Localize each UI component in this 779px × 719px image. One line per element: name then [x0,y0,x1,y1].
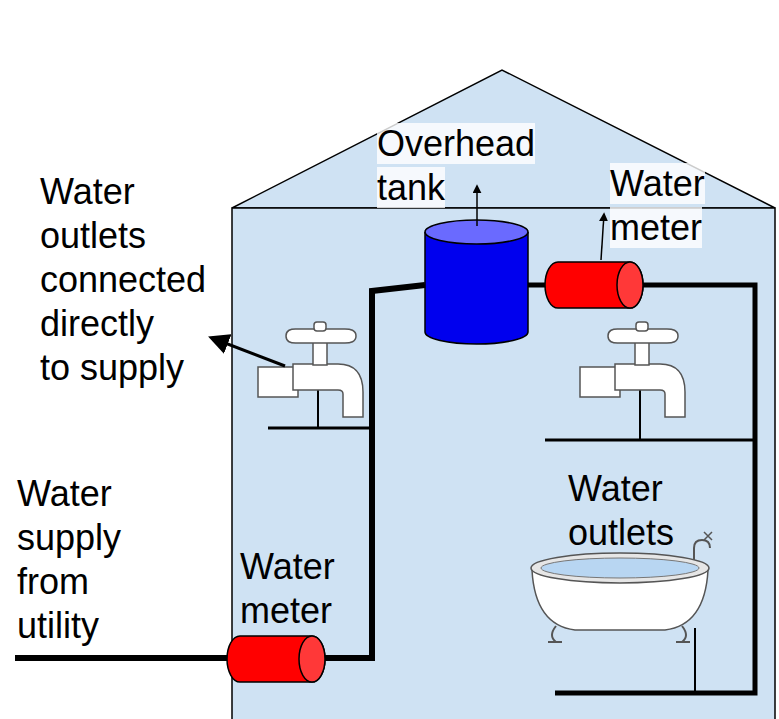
tub-water [541,558,699,578]
label-text: Overhead tank [377,123,535,208]
tub-foot [548,626,562,642]
faucet-riser [317,390,319,428]
faucet [258,322,363,417]
overhead-tank [425,232,528,344]
label-text: Water outlets connected directly to supp… [40,171,206,388]
leader-arrow [601,214,604,260]
label-text: Water outlets [568,468,674,553]
faucet [580,322,685,417]
tub-tap-handle [704,532,712,540]
callout-label: Water outlets connected directly to supp… [40,170,189,390]
label-text: Water meter [240,546,335,631]
callout-label: Water outlets [568,467,703,555]
faucet-riser [639,390,641,440]
house-wall [232,208,775,719]
water-meter [227,636,325,682]
tub-tap [694,540,710,560]
faucet-shelf [545,439,755,442]
callout-label: Water supply from utility [17,472,142,648]
tub-riser [694,628,696,693]
tub-rim [531,553,709,583]
callout-label: Water meter [610,162,735,250]
meter-end [617,262,643,308]
label-text: Water meter [610,163,705,248]
callout-label: Water meter [240,545,365,633]
tub-foot [676,626,690,642]
callout-label: Overhead tank [377,122,552,210]
tank-pipe [528,285,755,693]
leader-arrow [212,338,285,366]
leader-arrow [476,186,478,226]
meter-end [299,636,325,682]
label-text: Water supply from utility [17,473,121,646]
water-meter [545,262,643,308]
faucet-shelf [268,427,372,430]
